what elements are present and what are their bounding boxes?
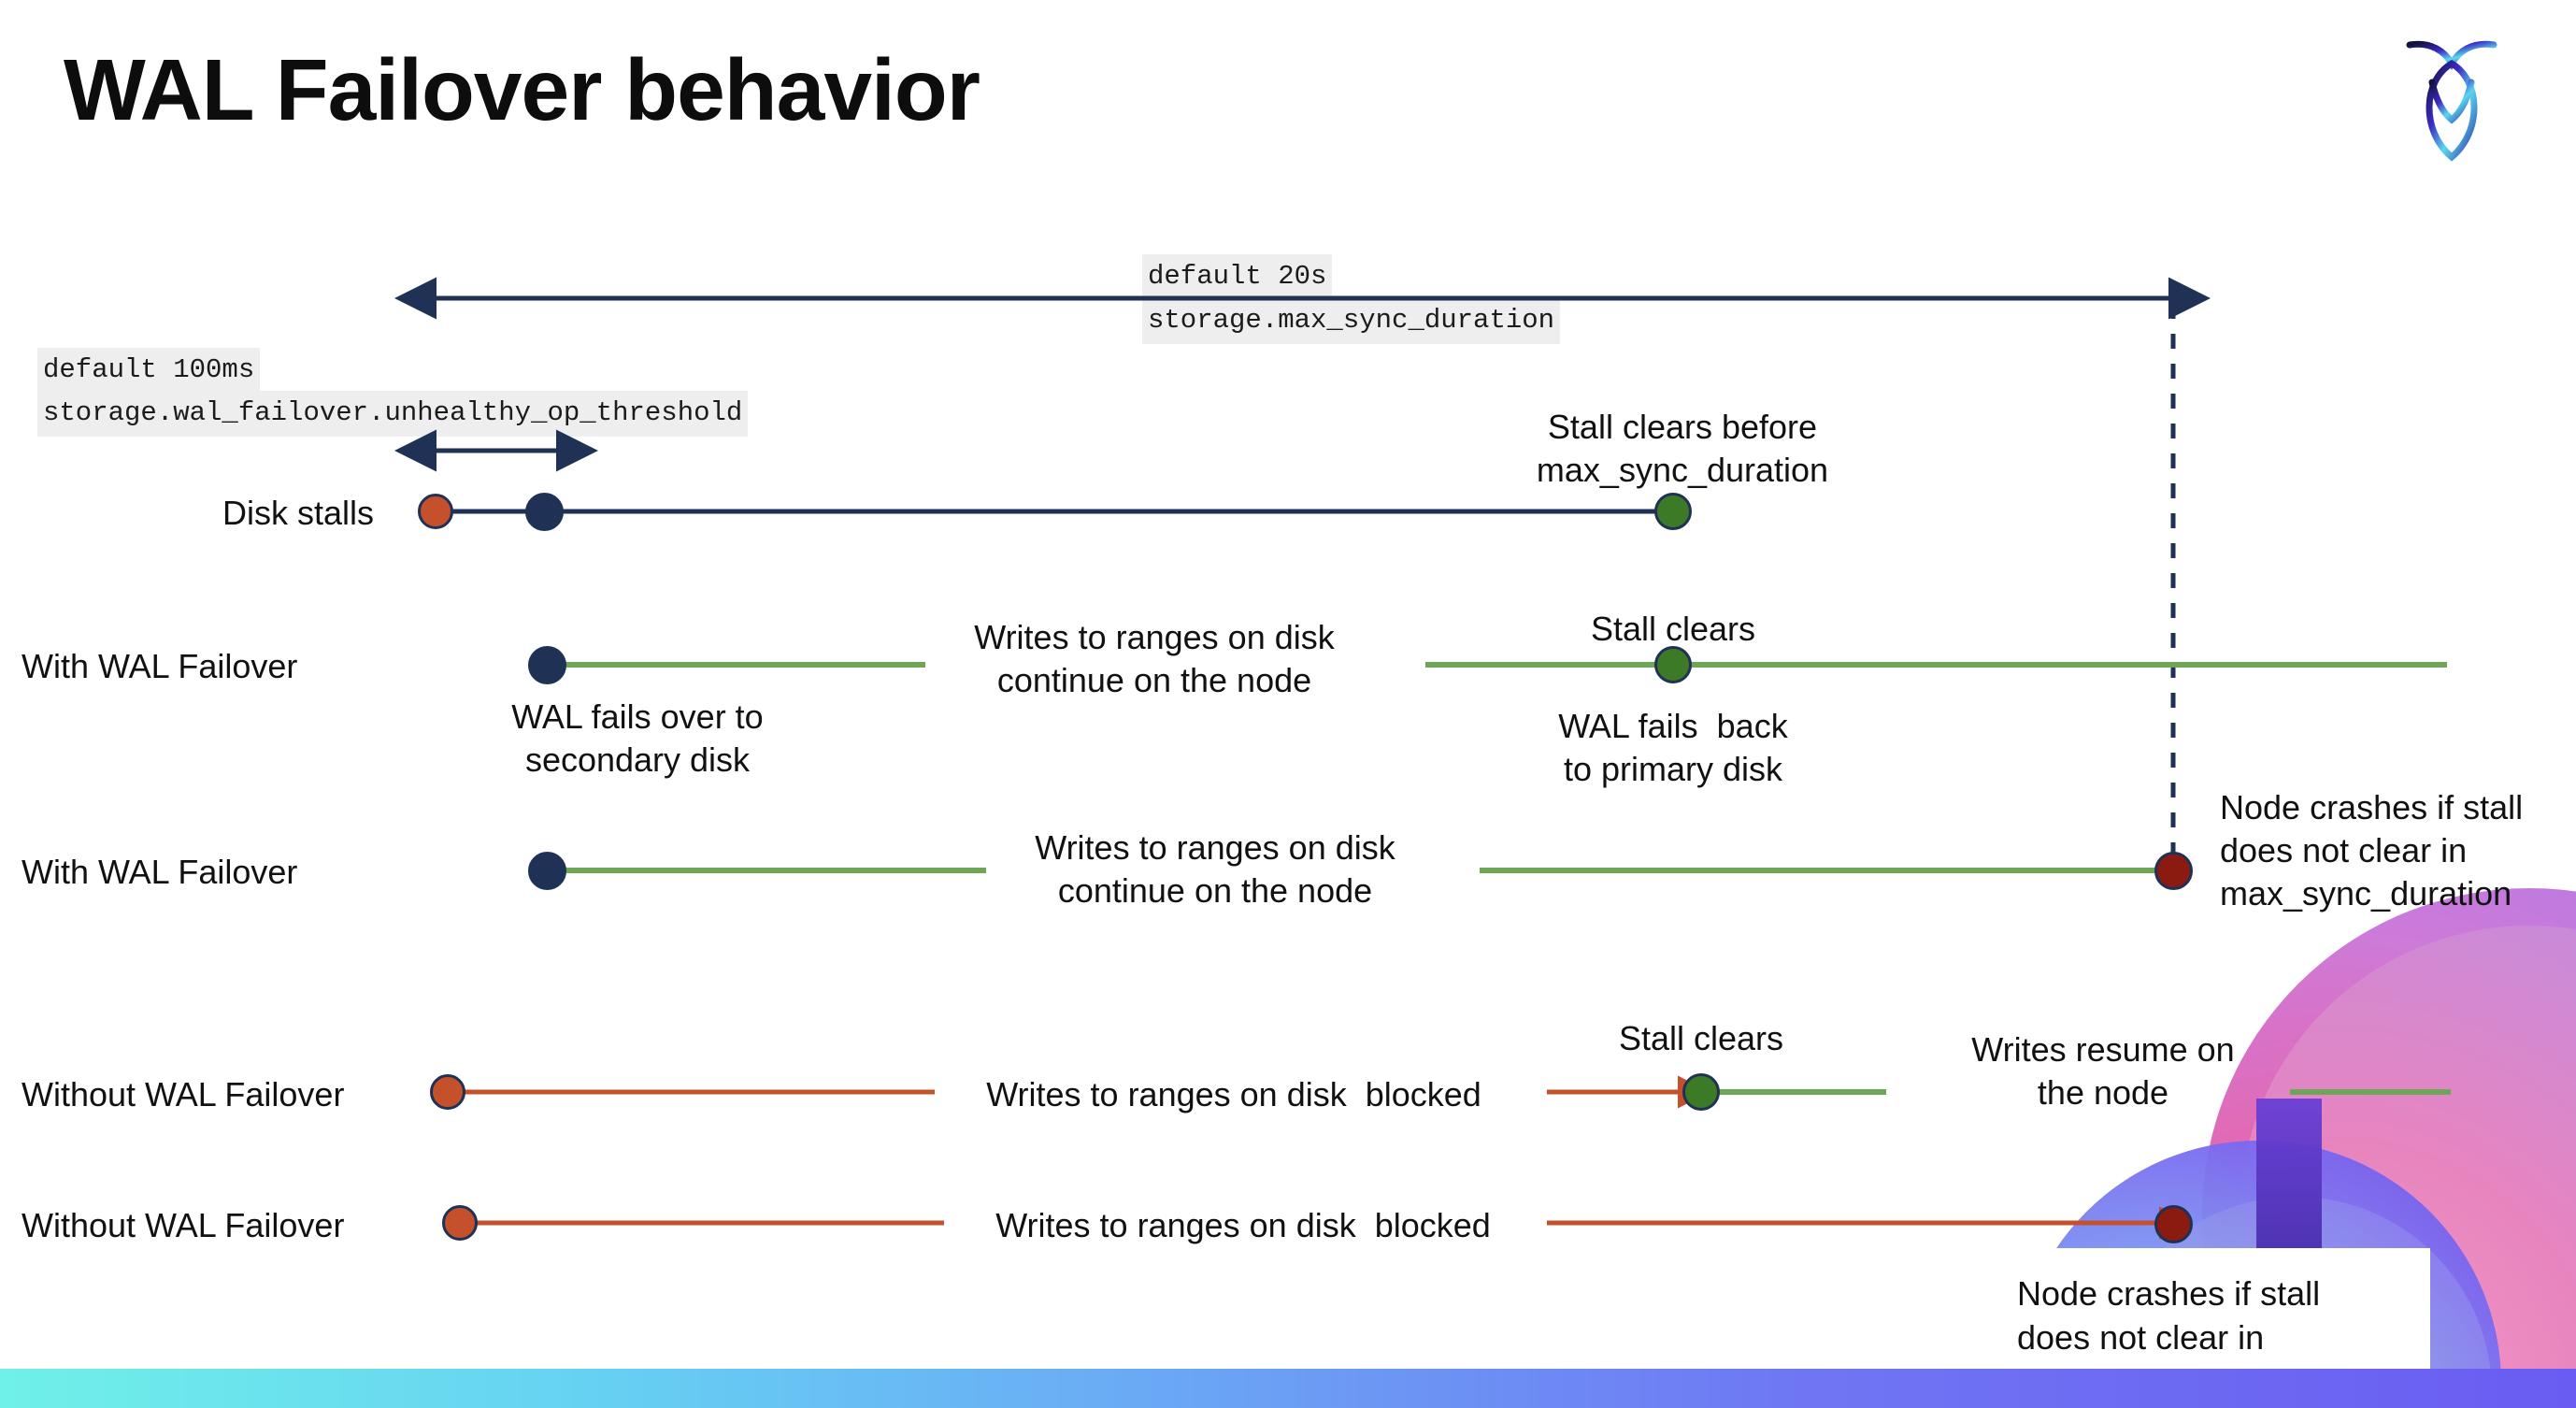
row5-stall-start-dot [442, 1205, 478, 1241]
note-stall-clears-before-line2: max_sync_duration [1536, 451, 1829, 489]
note-writes-resume-line1: Writes resume on [1971, 1030, 2235, 1069]
note-stall-clears-before-line1: Stall clears before [1547, 408, 1818, 446]
row-label-disk-stalls: Disk stalls [222, 494, 375, 532]
note-writes-continue-b-line2: continue on the node [1057, 871, 1373, 910]
row-label-without-wal-failover-2: Without WAL Failover [21, 1206, 345, 1244]
note-stall-clears-row2: Stall clears [1590, 610, 1756, 648]
bottom-gradient-bar [0, 1369, 2576, 1408]
row-label-without-wal-failover-1: Without WAL Failover [21, 1075, 345, 1113]
row1-stall-clears-dot [1654, 493, 1692, 530]
note-node-crashes-a-line2: does not clear in [2220, 831, 2468, 869]
note-node-crashes-b-line1: Node crashes if stall [2017, 1274, 2321, 1313]
row2-stall-clears-dot [1654, 646, 1692, 683]
note-writes-continue-a-line1: Writes to ranges on disk [974, 618, 1335, 656]
row1-stall-start-dot [418, 494, 453, 529]
note-stall-clears-row4: Stall clears [1618, 1019, 1784, 1057]
note-writes-resume-line2: the node [2037, 1073, 2169, 1112]
note-wal-fails-over-line1: WAL fails over to [511, 697, 764, 736]
row4-stall-start-dot [430, 1074, 465, 1110]
row1-failover-dot [525, 493, 564, 531]
note-writes-blocked-b: Writes to ranges on disk blocked [995, 1206, 1491, 1244]
note-node-crashes-a-line3: max_sync_duration [2220, 874, 2512, 912]
row2-failover-dot [528, 646, 566, 684]
row3-node-crash-dot [2154, 852, 2193, 890]
note-wal-fails-back-line1: WAL fails back [1558, 707, 1788, 745]
row-label-with-wal-failover-1: With WAL Failover [21, 647, 298, 685]
note-writes-blocked-a: Writes to ranges on disk blocked [986, 1075, 1481, 1113]
note-node-crashes-a-line1: Node crashes if stall [2220, 788, 2524, 826]
cockroachdb-logo-icon [2400, 26, 2503, 165]
annotation-unhealthy-setting: storage.wal_failover.unhealthy_op_thresh… [37, 391, 749, 437]
row4-stall-clears-dot [1682, 1073, 1720, 1111]
note-wal-fails-over-line2: secondary disk [524, 740, 751, 779]
row5-node-crash-dot [2154, 1205, 2193, 1243]
note-wal-fails-back-line2: to primary disk [1563, 750, 1783, 788]
page-title: WAL Failover behavior [64, 41, 980, 138]
note-node-crashes-b-line2: does not clear in [2017, 1318, 2265, 1357]
note-writes-continue-b-line1: Writes to ranges on disk [1035, 828, 1395, 867]
row3-failover-dot [528, 852, 566, 890]
row-label-with-wal-failover-2: With WAL Failover [21, 853, 298, 891]
note-writes-continue-a-line2: continue on the node [996, 661, 1312, 699]
annotation-unhealthy-default: default 100ms [37, 348, 261, 394]
